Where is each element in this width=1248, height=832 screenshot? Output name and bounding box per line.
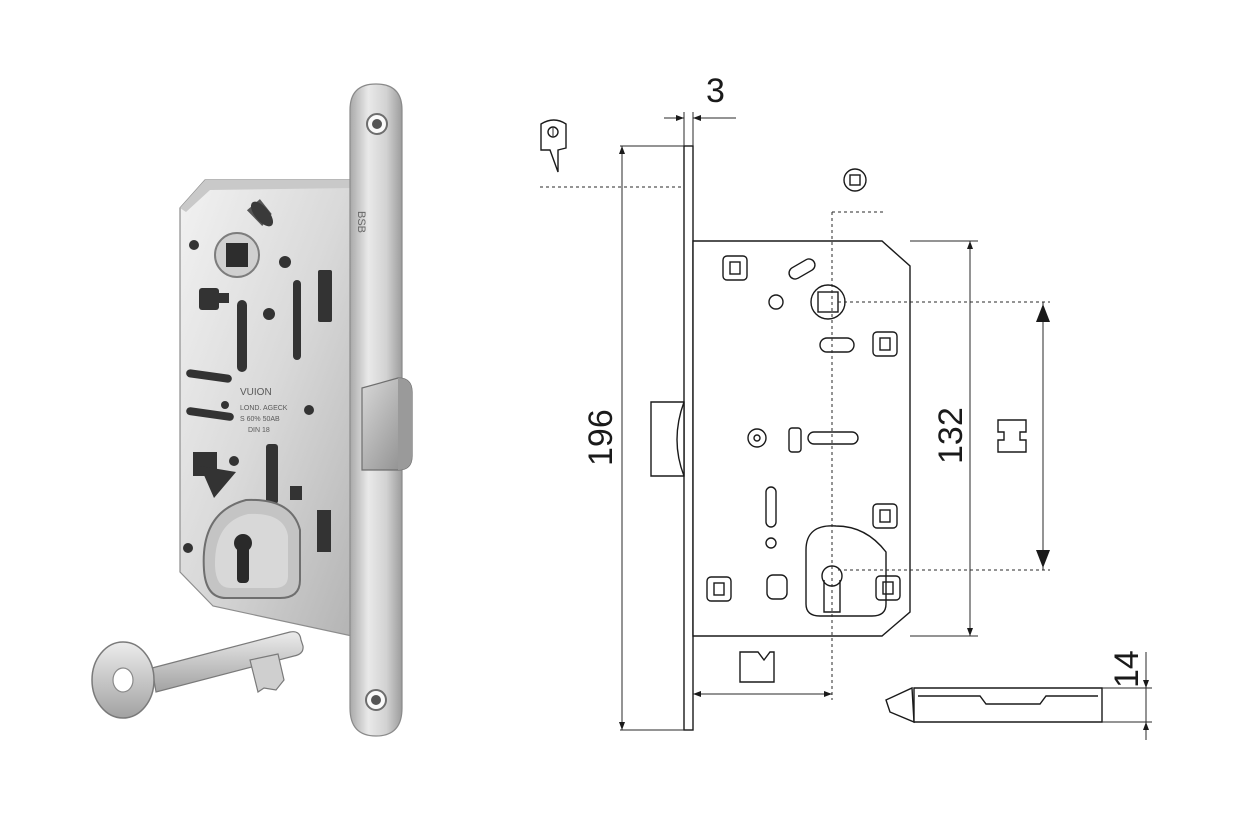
drawing-latch — [650, 401, 685, 477]
spindle-profile-icon — [997, 419, 1027, 453]
svg-text:DIN 18: DIN 18 — [248, 427, 270, 434]
latch-bolt-icon — [540, 119, 567, 173]
lock-photo: BSB — [91, 83, 413, 737]
technical-drawing: 3 196 132 — [540, 72, 1152, 740]
svg-text:VUION: VUION — [240, 387, 272, 398]
drawing-case-details — [706, 255, 901, 617]
case-engraving: VUION LOND. AGECK S 60% 50AB DIN 18 — [240, 387, 288, 434]
dim-case-height: 132 — [910, 240, 978, 637]
dim-label-3: 3 — [706, 72, 725, 110]
cylinder-profile-icon — [739, 651, 775, 683]
faceplate-mark: BSB — [355, 211, 367, 233]
drawing-faceplate — [683, 145, 694, 731]
dim-label-132: 132 — [932, 407, 970, 464]
dim-faceplate-height: 196 — [582, 145, 684, 731]
dim-label-196: 196 — [582, 409, 620, 466]
dim-center-distance — [838, 301, 1050, 571]
keyhole-slot — [237, 543, 249, 583]
latch-detail: 14 — [885, 650, 1152, 740]
dim-label-14: 14 — [1108, 650, 1146, 688]
dim-faceplate-thickness: 3 — [664, 72, 736, 146]
svg-text:LOND. AGECK: LOND. AGECK — [240, 405, 288, 412]
square-spindle-icon — [843, 168, 867, 192]
svg-text:S 60% 50AB: S 60% 50AB — [240, 416, 280, 423]
key — [91, 631, 304, 719]
dim-backset — [540, 186, 886, 700]
